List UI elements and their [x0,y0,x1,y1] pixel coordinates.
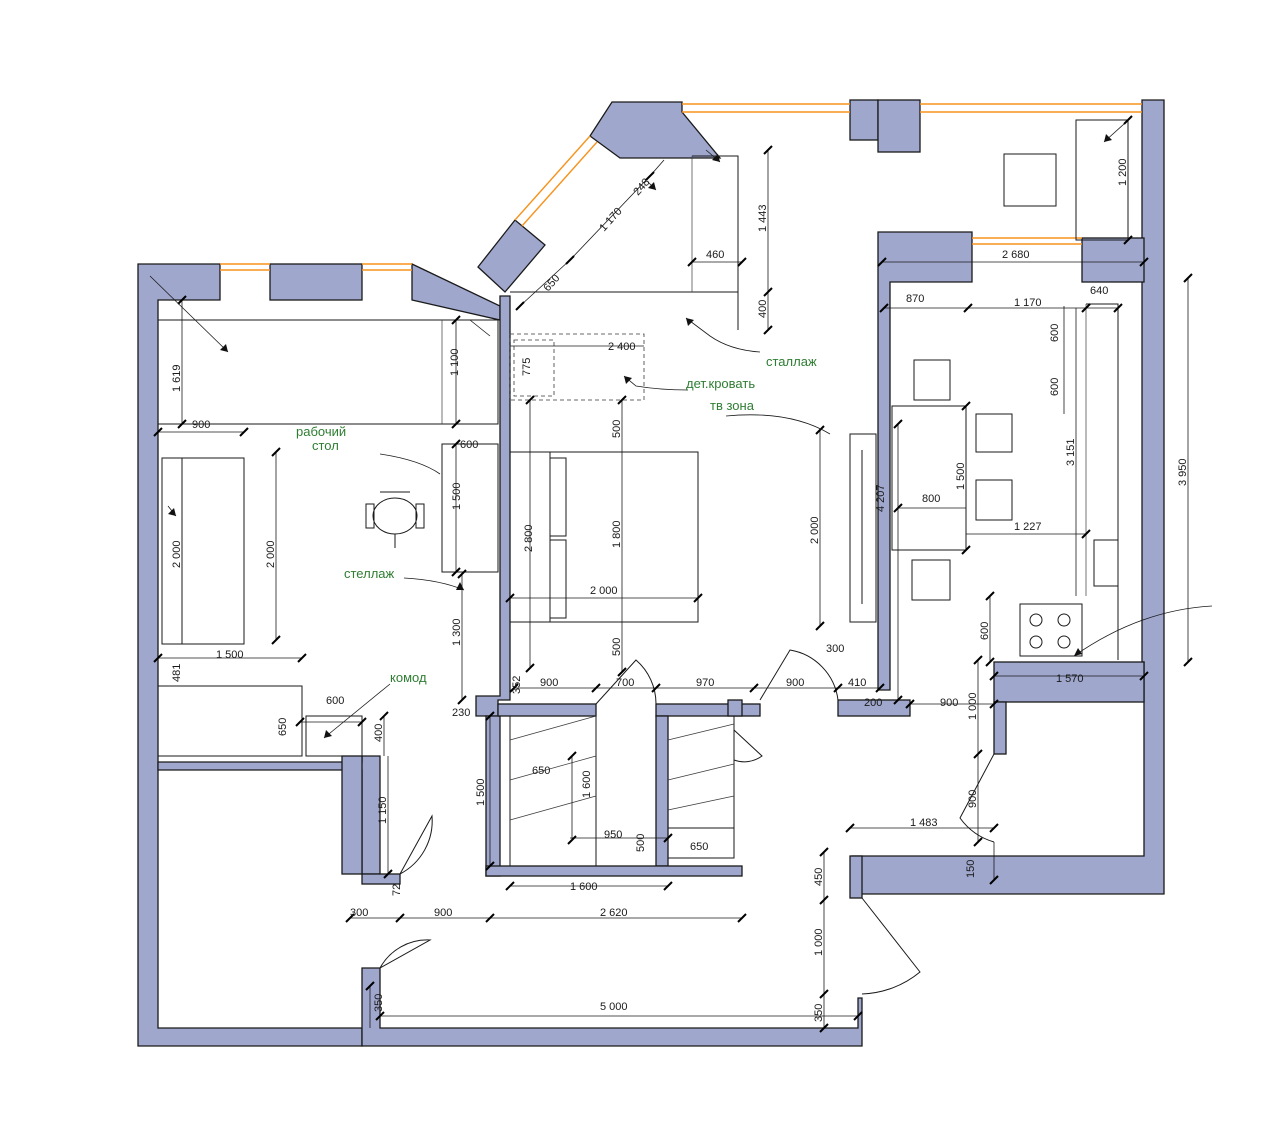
dim-300-tv: 300 [826,643,844,655]
label-tv-zone: тв зона [710,398,755,413]
office-chair-icon [365,491,425,548]
dim-1100: 1 100 [449,348,461,376]
label-dresser: комод [390,670,427,685]
dim-970: 970 [696,677,714,689]
dim-650-dresser: 650 [277,718,289,736]
dim-1500-desk: 1 500 [451,482,463,510]
dim-2000-bed: 2 000 [590,585,618,597]
dim-500-bed-bottom: 500 [611,638,623,656]
dim-870: 870 [906,293,924,305]
dim-300-hall: 300 [350,907,368,919]
dim-2400: 2 400 [608,341,636,353]
dim-500-corr: 500 [635,834,647,852]
label-kids-bed: дет.кровать [686,376,755,391]
dim-150: 150 [965,860,977,878]
label-desk-line1: рабочий [296,424,346,439]
dim-230: 230 [452,707,470,719]
dim-248: 248 [631,176,652,198]
dim-800: 800 [922,493,940,505]
dim-400-top: 400 [757,300,769,318]
dim-640: 640 [1090,285,1108,297]
dim-1500-table: 1 500 [955,462,967,490]
room-labels: сталлаж дет.кровать тв зона рабочий стол… [296,354,817,685]
dim-500-bed-top: 500 [611,420,623,438]
dim-1483: 1 483 [910,817,938,829]
dim-1570: 1 570 [1056,673,1084,685]
dim-2680: 2 680 [1002,249,1030,261]
dim-1227: 1 227 [1014,521,1042,533]
dim-5000: 5 000 [600,1001,628,1013]
dim-600-stove: 600 [979,622,991,640]
dim-600-k1: 600 [1049,324,1061,342]
dim-2000-bed-left: 2 000 [171,540,183,568]
dim-2620: 2 620 [600,907,628,919]
dim-650-wardrobe2: 650 [690,841,708,853]
dim-600-desk: 600 [460,439,478,451]
dim-350-left: 350 [373,994,385,1012]
dim-2800: 2 800 [523,524,535,552]
dim-200: 200 [864,697,882,709]
dim-1150: 1 150 [377,796,389,824]
label-shelving: стеллаж [344,566,395,581]
dim-3950: 3 950 [1177,458,1189,486]
dim-2000-tv: 2 000 [809,516,821,544]
dim-700: 700 [616,677,634,689]
dim-900-kitchen: 900 [940,697,958,709]
dim-1600-wardrobe: 1 600 [581,770,593,798]
label-stallazh: сталлаж [766,354,817,369]
dim-1170: 1 170 [1014,297,1042,309]
leaders [149,123,1213,739]
dim-950: 950 [604,829,622,841]
dim-1619: 1 619 [171,364,183,392]
dimension-lines [153,115,1193,1033]
dim-900-bath: 900 [967,790,979,808]
dimension-texts: 248 1 170 650 460 1 443 400 1 200 2 680 … [171,158,1189,1022]
dim-1500-left: 1 500 [216,649,244,661]
dim-481: 481 [171,664,183,682]
dim-650-wardrobe: 650 [532,765,550,777]
dim-1200: 1 200 [1117,158,1129,186]
dim-2000-left-room: 2 000 [265,540,277,568]
dim-900-corr2: 900 [786,677,804,689]
dim-900-hall: 900 [434,907,452,919]
dim-1500-corr: 1 500 [475,778,487,806]
dim-1600-corr: 1 600 [570,881,598,893]
windows [220,103,1142,271]
dim-4207: 4 207 [875,484,887,512]
dim-352: 352 [511,676,523,694]
dim-650-angled: 650 [541,272,562,294]
dim-600-k2: 600 [1049,378,1061,396]
dim-400-hall: 400 [373,724,385,742]
label-desk-line2: стол [312,438,339,453]
dim-72: 72 [391,884,403,896]
dim-1000-kitchen: 1 000 [967,692,979,720]
dim-450: 450 [813,868,825,886]
dim-1800: 1 800 [611,520,623,548]
walls [137,99,1165,1047]
dim-410: 410 [848,677,866,689]
dim-1000-door: 1 000 [813,928,825,956]
dim-3151: 3 151 [1065,438,1077,466]
dim-775: 775 [521,358,533,376]
dim-600-dresser: 600 [326,695,344,707]
dim-1443: 1 443 [757,204,769,232]
dim-1170-angled: 1 170 [597,206,624,234]
dim-900-left: 900 [192,419,210,431]
dim-350-right: 350 [813,1004,825,1022]
dim-900-corr1: 900 [540,677,558,689]
dim-460: 460 [706,249,724,261]
dim-1300: 1 300 [451,618,463,646]
